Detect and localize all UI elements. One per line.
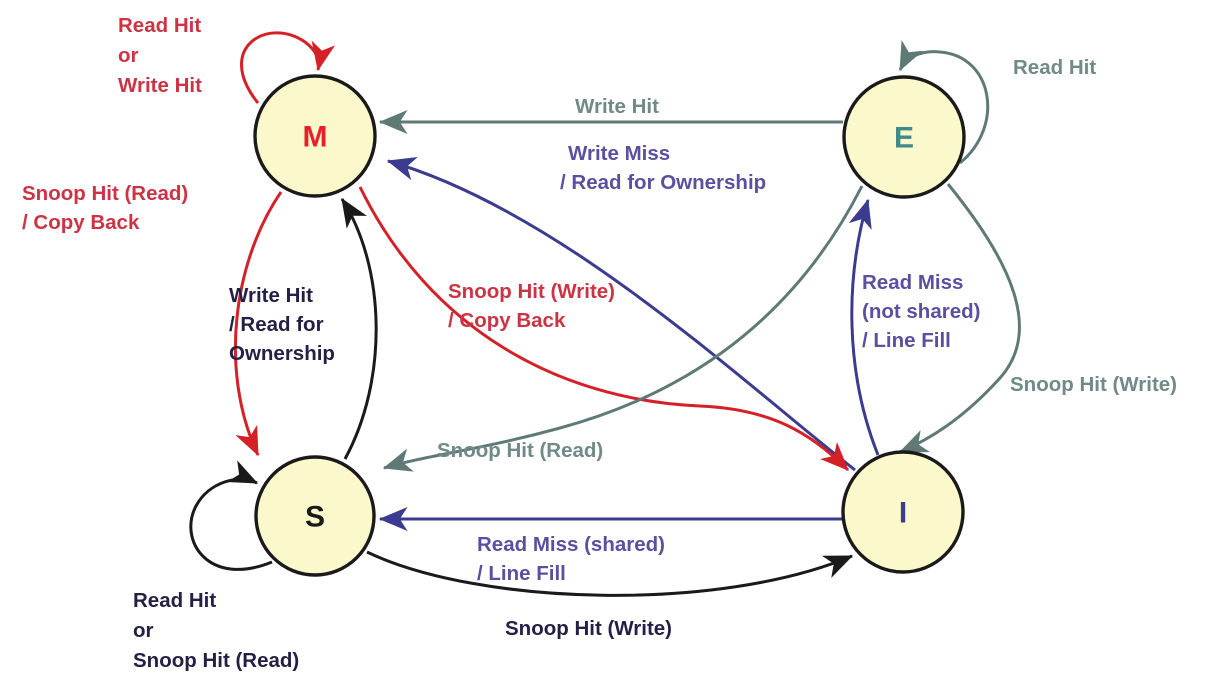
label-s-to-m: Write Hit / Read for Ownership: [229, 284, 335, 365]
edge-m-to-s[interactable]: [233, 191, 283, 457]
edge-s-to-i[interactable]: [366, 550, 854, 597]
label-i-to-m-line1: Write Miss: [568, 142, 670, 165]
edge-m-to-i[interactable]: [358, 186, 850, 472]
label-e-self-line1: Read Hit: [1013, 56, 1096, 79]
label-i-to-m: Write Miss / Read for Ownership: [560, 142, 766, 194]
label-e-to-i: Snoop Hit (Write): [1010, 373, 1177, 396]
label-i-to-e-line3: / Line Fill: [862, 329, 951, 352]
label-m-to-i: Snoop Hit (Write) / Copy Back: [448, 280, 615, 332]
edge-e-self[interactable]: [898, 39, 990, 165]
label-i-to-s: Read Miss (shared) / Line Fill: [477, 533, 665, 585]
label-m-to-s: Snoop Hit (Read) / Copy Back: [22, 182, 188, 234]
node-m-circle[interactable]: [253, 74, 377, 198]
node-m-label: M: [303, 121, 328, 154]
nodes-layer: M E S I: [253, 74, 966, 577]
edge-s-to-m[interactable]: [340, 197, 378, 460]
label-e-to-s-line1: Snoop Hit (Read): [437, 439, 603, 462]
label-m-to-s-line2: / Copy Back: [22, 211, 140, 234]
edge-s-self[interactable]: [189, 460, 273, 571]
node-s-label: S: [305, 501, 325, 534]
label-s-self-line3: Snoop Hit (Read): [133, 649, 299, 672]
node-i[interactable]: I: [841, 450, 965, 574]
label-s-to-m-line3: Ownership: [229, 342, 335, 365]
label-s-to-i: Snoop Hit (Write): [505, 617, 672, 640]
node-s[interactable]: S: [254, 455, 376, 577]
label-m-self-line1: Read Hit: [118, 14, 201, 37]
label-i-to-e-line2: (not shared): [862, 300, 980, 323]
node-e[interactable]: E: [842, 75, 966, 199]
edge-m-self[interactable]: [240, 31, 336, 104]
node-e-circle[interactable]: [842, 75, 966, 199]
label-s-self-line1: Read Hit: [133, 589, 216, 612]
label-m-self: Read Hit or Write Hit: [118, 14, 202, 97]
label-s-to-i-line1: Snoop Hit (Write): [505, 617, 672, 640]
edge-e-to-s[interactable]: [382, 185, 864, 472]
label-i-to-s-line1: Read Miss (shared): [477, 533, 665, 556]
label-m-to-i-line1: Snoop Hit (Write): [448, 280, 615, 303]
label-m-to-s-line1: Snoop Hit (Read): [22, 182, 188, 205]
label-s-to-m-line1: Write Hit: [229, 284, 313, 307]
edge-labels-layer: Read Hit or Write Hit Read Hit Read Hit …: [22, 14, 1177, 672]
edges-layer: [189, 31, 1021, 597]
label-e-to-s: Snoop Hit (Read): [437, 439, 603, 462]
edge-i-to-e[interactable]: [848, 198, 880, 456]
label-i-to-s-line2: / Line Fill: [477, 562, 566, 585]
node-i-circle[interactable]: [841, 450, 965, 574]
label-s-self-line2: or: [133, 619, 154, 642]
label-s-self: Read Hit or Snoop Hit (Read): [133, 589, 299, 672]
label-i-to-e: Read Miss (not shared) / Line Fill: [862, 271, 980, 352]
node-i-label: I: [899, 497, 907, 530]
label-m-self-line2: or: [118, 44, 139, 67]
label-e-to-m: Write Hit: [575, 95, 659, 118]
label-i-to-e-line1: Read Miss: [862, 271, 963, 294]
label-m-to-i-line2: / Copy Back: [448, 309, 566, 332]
label-e-to-m-line1: Write Hit: [575, 95, 659, 118]
label-e-to-i-line1: Snoop Hit (Write): [1010, 373, 1177, 396]
edge-i-to-m[interactable]: [386, 157, 856, 472]
label-e-self: Read Hit: [1013, 56, 1096, 79]
label-i-to-m-line2: / Read for Ownership: [560, 171, 766, 194]
node-s-circle[interactable]: [254, 455, 376, 577]
label-m-self-line3: Write Hit: [118, 74, 202, 97]
node-m[interactable]: M: [253, 74, 377, 198]
edge-e-to-i[interactable]: [898, 183, 1021, 454]
node-e-label: E: [894, 122, 914, 155]
label-s-to-m-line2: / Read for: [229, 313, 324, 336]
